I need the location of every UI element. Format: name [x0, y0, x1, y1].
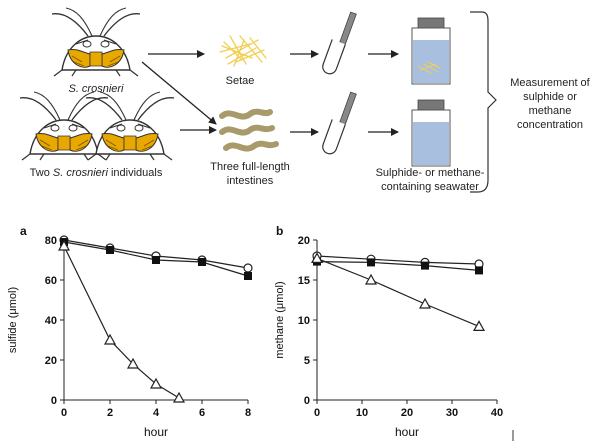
label-two-prefix: Two: [30, 167, 53, 179]
chart-b-xtick-label: 10: [356, 407, 368, 419]
chart-a-series: [57, 235, 253, 403]
label-one-shrimp: S. crosnieri: [68, 83, 124, 95]
chart-b-xlabel: hour: [395, 425, 419, 439]
chart-a-point-open-triangle: [103, 333, 117, 345]
chart-a-point-open-triangle: [172, 391, 186, 403]
chart-a-ylabel: sulfide (μmol): [7, 287, 19, 353]
setae-icon: [219, 35, 267, 67]
tube-bottom-icon: [320, 91, 357, 157]
chart-b-xtick-label: 0: [314, 407, 320, 419]
chart-b: b 0 10 20 30 40 0 5 10 15 20 hour methane (μmol): [274, 224, 503, 439]
label-two-suffix: individuals: [108, 167, 163, 179]
chart-a-xtick-label: 2: [107, 407, 113, 419]
chart-b-xtick-label: 30: [446, 407, 458, 419]
chart-a-ytick-label: 80: [45, 235, 57, 247]
bottle-top-icon: [411, 17, 451, 85]
chart-a-point-open-triangle: [57, 239, 71, 251]
label-measurement-2: sulphide or: [523, 91, 577, 103]
chart-a-point-open-circle: [243, 263, 253, 273]
intestines-icon: [219, 108, 279, 152]
bracket: [470, 11, 497, 193]
chart-a-xtick-label: 8: [245, 407, 251, 419]
label-intestines-1: Three full-length: [210, 161, 290, 173]
chart-a-point-filled-square: [244, 272, 252, 280]
chart-b-ytick-label: 10: [298, 315, 310, 327]
chart-a-xtick-label: 6: [199, 407, 205, 419]
chart-b-ytick-label: 0: [304, 395, 310, 407]
tube-top-icon: [320, 11, 357, 77]
label-seawater-2: containing seawater: [381, 181, 479, 193]
shrimp-pair-right-icon: [85, 91, 175, 161]
label-measurement-3: methane: [529, 105, 572, 117]
chart-b-ytick-label: 20: [298, 235, 310, 247]
chart-b-ticks: 0 10 20 30 40 0 5 10 15 20: [298, 235, 503, 419]
label-two-italic: S. crosnieri: [53, 167, 109, 179]
label-intestines-2: intestines: [227, 175, 274, 187]
label-seawater-1: Sulphide- or methane-: [376, 167, 485, 179]
chart-b-point-open-triangle: [310, 252, 324, 263]
chart-a-ytick-label: 0: [51, 395, 57, 407]
chart-a-point-open-triangle: [126, 357, 140, 369]
chart-a-xtick-label: 4: [153, 407, 160, 419]
schematic: S. crosnieri Two S. crosnieri individual…: [19, 7, 591, 193]
chart-a-point-open-triangle: [149, 377, 163, 389]
chart-a-ytick-label: 20: [45, 355, 57, 367]
chart-b-point-filled-square: [421, 261, 429, 270]
chart-b-point-open-triangle: [472, 320, 486, 331]
chart-a-xtick-label: 0: [61, 407, 67, 419]
chart-a-xlabel: hour: [144, 425, 168, 439]
chart-b-ylabel: methane (μmol): [274, 281, 286, 358]
chart-b-series-open-circle-line: [316, 255, 480, 265]
chart-b-series-filled-square-line: [316, 261, 480, 271]
chart-b-point-open-triangle: [418, 297, 432, 309]
chart-a-point-filled-square: [106, 246, 114, 254]
chart-a-ytick-label: 60: [45, 275, 57, 287]
chart-b-panel-label: b: [276, 224, 283, 238]
arrow-shrimp-to-intestines: [141, 61, 217, 125]
chart-b-xtick-label: 20: [401, 407, 413, 419]
chart-b-xtick-label: 40: [491, 407, 503, 419]
chart-a-series-open-triangle-line: [63, 245, 180, 399]
chart-a-ytick-label: 40: [45, 315, 57, 327]
chart-b-point-filled-square: [367, 258, 375, 267]
chart-b-series: [310, 251, 486, 331]
chart-b-point-open-triangle: [364, 273, 378, 285]
label-measurement-4: concentration: [517, 119, 583, 131]
label-two-shrimp: Two S. crosnieri individuals: [30, 167, 163, 179]
chart-a-point-filled-square: [198, 258, 206, 266]
shrimp-pair-left-icon: [19, 91, 109, 161]
chart-b-ytick-label: 5: [304, 355, 310, 367]
chart-b-ytick-label: 15: [298, 275, 310, 287]
chart-a-point-filled-square: [152, 256, 160, 264]
bottle-bottom-icon: [411, 99, 451, 167]
chart-b-point-filled-square: [475, 266, 483, 275]
chart-a-panel-label: a: [20, 224, 27, 238]
chart-b-series-open-triangle-line: [316, 257, 480, 327]
shrimp-single-icon: [51, 7, 141, 77]
label-measurement-1: Measurement of: [510, 77, 590, 89]
label-setae: Setae: [226, 75, 255, 87]
